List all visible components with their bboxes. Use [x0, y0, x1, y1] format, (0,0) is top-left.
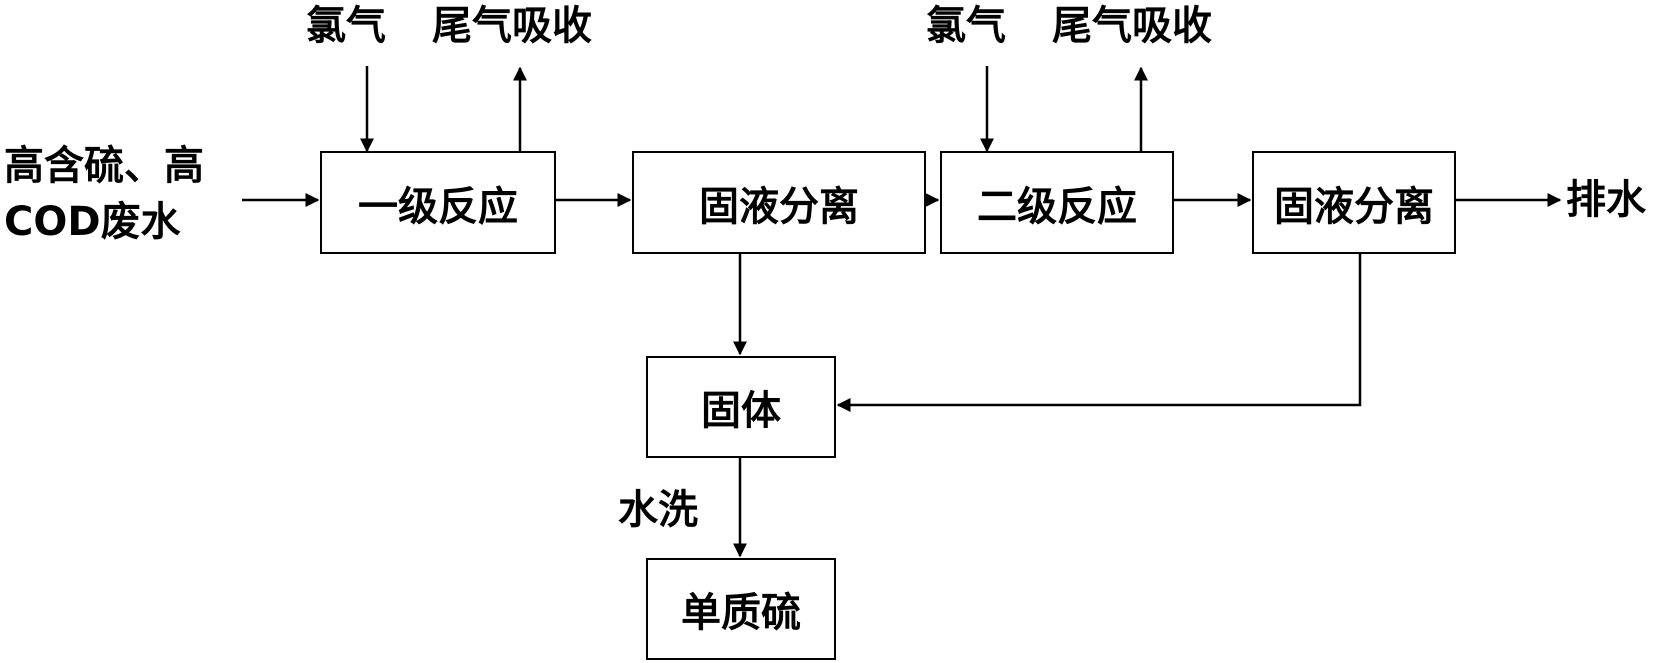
tailgas-label-stage1: 尾气吸收 [432, 3, 592, 49]
arrow-sep2-to-solid [836, 254, 1362, 412]
chlorine-label-stage1: 氯气 [306, 3, 386, 49]
input-label-line2: COD废水 [4, 199, 181, 245]
sulfur-product-box: 单质硫 [646, 558, 836, 660]
water-wash-label: 水洗 [618, 487, 698, 533]
drain-label: 排水 [1566, 177, 1646, 223]
solid-box: 固体 [646, 356, 836, 458]
separator-stage1-box: 固液分离 [632, 151, 926, 254]
reactor-stage1-box: 一级反应 [320, 151, 556, 254]
tailgas-label-stage2: 尾气吸收 [1052, 3, 1212, 49]
chlorine-label-stage2: 氯气 [926, 3, 1006, 49]
separator-stage2-box: 固液分离 [1252, 151, 1456, 254]
input-label-line1: 高含硫、高 [4, 143, 204, 189]
reactor-stage2-box: 二级反应 [940, 151, 1174, 254]
